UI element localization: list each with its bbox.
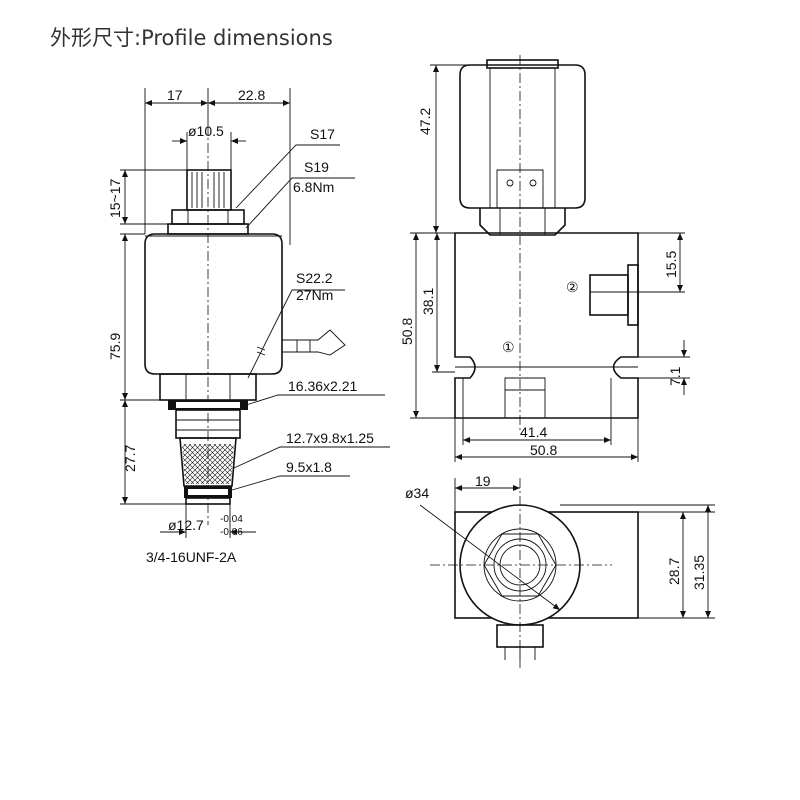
label-s22: S22.2 [296,270,333,286]
dim-depth-2: 31.35 [691,555,707,590]
top-view: ø34 19 28.7 31.35 [405,473,715,668]
label-port-1: ① [502,339,515,355]
cable [256,329,346,356]
label-s19: S19 [304,159,329,175]
front-view: ② ① 47.2 15.5 50.8 38.1 7.1 41. [399,55,690,462]
port-2-fitting [589,264,650,326]
dim-coil-height: 47.2 [417,108,433,135]
dim-stem-diameter: ø10.5 [188,123,224,139]
label-oring-1: 16.36x2.21 [288,378,357,394]
dim-stem-length: 15~17 [107,178,123,218]
label-port-2: ② [566,279,579,295]
label-torque-2: 27Nm [296,287,333,303]
adjusting-stem [186,169,232,211]
dim-width-left: 17 [167,87,183,103]
label-oring-2: 9.5x1.8 [286,459,332,475]
dim-port-offset: 15.5 [663,251,679,278]
dim-width-right: 22.8 [238,87,265,103]
dim-block-height: 50.8 [399,318,415,345]
dim-coil-diameter: ø34 [405,485,429,501]
dim-offset: 19 [475,473,491,489]
coil-body [144,233,283,375]
dim-slot: 7.1 [667,366,683,386]
label-torque-1: 6.8Nm [293,179,334,195]
label-s17: S17 [310,126,335,142]
dim-tip-diameter: ø12.7 [168,517,204,533]
coil [459,59,586,236]
dim-depth-1: 28.7 [666,558,682,585]
label-screen: 12.7x9.8x1.25 [286,430,374,446]
dim-inner-width: 41.4 [520,424,547,440]
dim-block-width: 50.8 [530,442,557,458]
dim-center-height: 38.1 [420,288,436,315]
dim-body-height: 75.9 [107,333,123,360]
cartridge [175,409,241,505]
thread-spec: 3/4-16UNF-2A [146,549,237,565]
tolerance-lower: -0.06 [220,527,243,538]
oring-1 [168,400,248,410]
side-view: 17 22.8 ø10.5 S17 S19 6.8Nm 15~17 S22.2 … [107,87,390,565]
dim-cartridge-height: 27.7 [122,445,138,472]
tolerance-upper: -0.04 [220,514,243,525]
drawing-title: 外形尺寸:Profile dimensions [50,26,333,50]
